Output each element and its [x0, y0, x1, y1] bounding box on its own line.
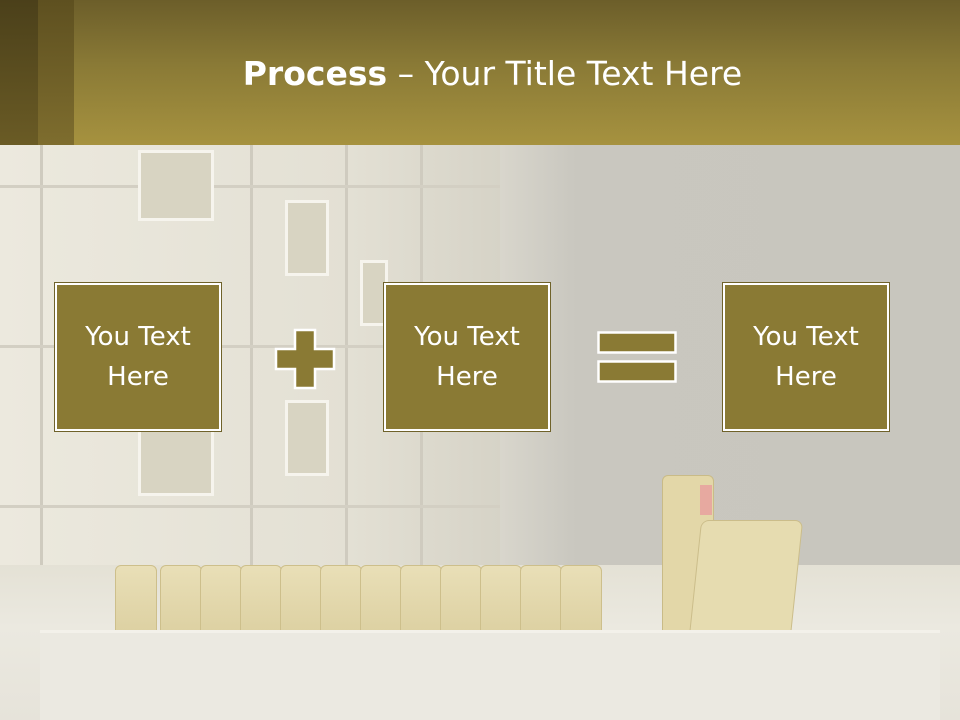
cabinet-divider	[0, 185, 500, 188]
file-folder	[320, 565, 362, 637]
file-folder	[360, 565, 402, 637]
equals-icon	[597, 331, 677, 383]
filing-cabinet-background-image	[0, 145, 960, 720]
file-folder	[520, 565, 562, 637]
header-stripe-medium	[38, 0, 74, 145]
title-bold-text: Process	[242, 54, 388, 93]
drawer-label-slot	[285, 200, 329, 276]
folder-red-tab	[700, 485, 712, 515]
file-folder	[560, 565, 602, 637]
process-step-box-2: You Text Here	[383, 282, 551, 432]
cabinet-divider	[0, 505, 500, 508]
drawer-front-edge	[40, 630, 940, 720]
title-rest-text: – Your Title Text Here	[387, 54, 743, 93]
cabinet-divider	[250, 145, 253, 575]
slide-title: Process – Your Title Text Here	[0, 50, 960, 98]
file-folder	[440, 565, 482, 637]
drawer-label-slot	[138, 150, 214, 221]
file-folder	[200, 565, 242, 637]
file-folder-front	[688, 520, 804, 637]
file-folder	[160, 565, 202, 637]
file-folder	[115, 565, 157, 637]
plus-icon	[274, 328, 336, 390]
cabinet-divider	[345, 145, 348, 575]
cabinet-divider	[40, 145, 43, 575]
file-folder	[400, 565, 442, 637]
file-folder	[480, 565, 522, 637]
file-folder	[240, 565, 282, 637]
drawer-label-slot	[138, 425, 214, 496]
process-result-box: You Text Here	[722, 282, 890, 432]
drawer-label-slot	[285, 400, 329, 476]
file-folder	[280, 565, 322, 637]
title-bar: Process – Your Title Text Here	[0, 0, 960, 145]
process-step-label: You Text Here	[85, 322, 191, 392]
header-stripe-dark	[0, 0, 38, 145]
process-step-box-1: You Text Here	[54, 282, 222, 432]
process-step-label: You Text Here	[753, 322, 859, 392]
process-step-label: You Text Here	[414, 322, 520, 392]
cabinet-divider	[0, 345, 500, 348]
